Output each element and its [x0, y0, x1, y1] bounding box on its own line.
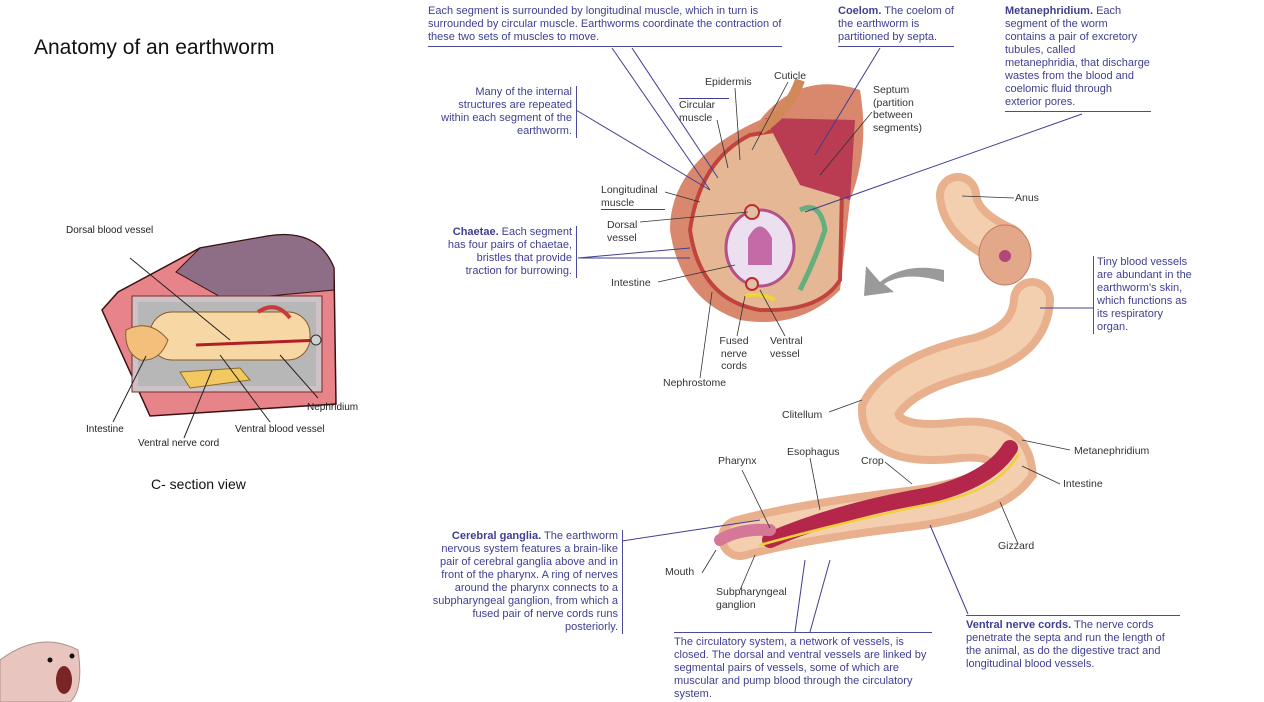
note-cerebral-ganglia: Cerebral ganglia. The earthworm nervous …: [424, 530, 623, 634]
worm-mascot-illustration: [0, 641, 81, 702]
note-metanephridium: Metanephridium. Each segment of the worm…: [1005, 5, 1151, 112]
label-anus: Anus: [1015, 192, 1039, 204]
label-nephrostome: Nephrostome: [663, 377, 727, 389]
label-clitellum: Clitellum: [782, 409, 823, 421]
leader-lines: [575, 47, 1093, 633]
label-metanephridium: Metanephridium: [1074, 445, 1150, 457]
label-mouth: Mouth: [665, 566, 695, 578]
note-metanephridium-heading: Metanephridium.: [1005, 5, 1094, 17]
note-circulatory-system: The circulatory system, a network of ves…: [674, 632, 932, 701]
label-cuticle: Cuticle: [774, 70, 807, 82]
cross-section-illustration: [670, 78, 864, 323]
note-metanephridium-body: Each segment of the worm contains a pair…: [1005, 5, 1150, 108]
note-coelom-body: The coelom of the earthworm is partition…: [838, 5, 954, 43]
note-chaetae-body: Each segment has four pairs of chaetae, …: [447, 226, 572, 277]
label-epidermis: Epidermis: [705, 76, 752, 88]
label-dorsal-blood-vessel: Dorsal blood vessel: [66, 225, 154, 236]
note-ventral-nerve-cords: Ventral nerve cords. The nerve cords pen…: [966, 615, 1180, 671]
label-nephridium: Nephridium: [307, 402, 359, 413]
label-dorsal-vessel: Dorsal vessel: [607, 219, 638, 244]
note-cerebral-heading: Cerebral ganglia.: [451, 530, 542, 542]
label-intestine-section: Intestine: [611, 277, 651, 289]
label-gizzard: Gizzard: [998, 540, 1035, 552]
section-view-illustration: [101, 233, 337, 439]
label-intestine-worm: Intestine: [1063, 478, 1103, 490]
label-pointers: [639, 81, 1071, 591]
label-fused-nerve-cords: Fused nerve cords: [719, 335, 749, 372]
label-ventral-vessel: Ventral vessel: [770, 335, 803, 360]
earthworm-illustration: [714, 173, 1054, 560]
note-coelom: Coelom. The coelom of the earthworm is p…: [838, 5, 954, 47]
note-ventral-heading: Ventral nerve cords.: [966, 619, 1072, 631]
slide-title: Anatomy of an earthworm: [34, 36, 275, 59]
label-crop: Crop: [861, 455, 884, 467]
direction-arrow: [864, 266, 944, 296]
label-subpharyngeal-ganglion: Subpharyngeal ganglion: [716, 586, 787, 611]
note-cerebral-body: The earthworm nervous system features a …: [432, 530, 618, 633]
note-coelom-heading: Coelom.: [838, 5, 882, 17]
section-view-caption: C- section view: [151, 476, 246, 492]
note-skin-blood-vessels: Tiny blood vessels are abundant in the e…: [1093, 256, 1195, 334]
label-ventral-blood-vessel: Ventral blood vessel: [235, 424, 325, 435]
note-internal-structures: Many of the internal structures are repe…: [438, 86, 577, 138]
label-longitudinal-muscle: Longitudinal muscle: [601, 184, 665, 210]
note-chaetae: Chaetae. Each segment has four pairs of …: [438, 226, 577, 278]
note-segment-muscles: Each segment is surrounded by longitudin…: [428, 5, 782, 47]
note-chaetae-heading: Chaetae.: [452, 226, 499, 238]
label-septum: Septum (partition between segments): [873, 84, 923, 134]
label-pharynx: Pharynx: [718, 455, 757, 467]
label-intestine-left: Intestine: [86, 424, 124, 435]
note-ventral-body: The nerve cords penetrate the septa and …: [966, 619, 1165, 670]
label-esophagus: Esophagus: [787, 446, 840, 458]
label-circular-muscle: Circular muscle: [679, 98, 729, 124]
label-ventral-nerve-cord: Ventral nerve cord: [138, 438, 220, 449]
